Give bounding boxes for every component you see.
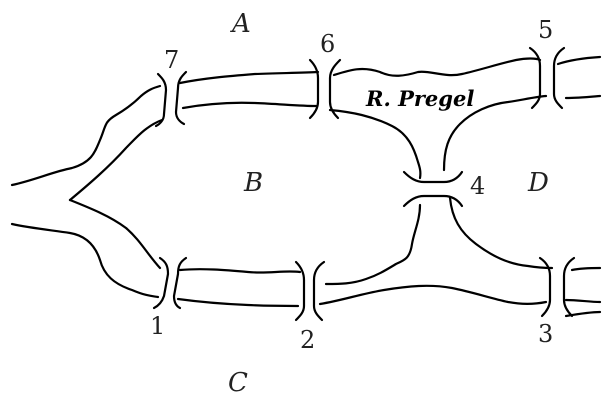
region-label-c: C <box>228 368 248 396</box>
south-bank-right <box>318 284 548 306</box>
bridge-number-2: 2 <box>300 326 315 354</box>
bridge-number-6: 6 <box>320 30 335 58</box>
bridge-number-1: 1 <box>150 312 165 340</box>
island-bottom-edge-left <box>68 198 162 270</box>
bridges <box>152 46 576 322</box>
north-bank-middle <box>178 70 320 85</box>
east-arm-upper-edge <box>442 94 548 172</box>
bridge-number-5: 5 <box>538 16 553 44</box>
island-top-edge-right <box>328 108 422 180</box>
bridge-7 <box>154 70 188 128</box>
north-bank-right <box>332 57 542 77</box>
river-banks <box>10 55 602 318</box>
bridge-4 <box>402 170 464 208</box>
bridge-3 <box>538 256 576 318</box>
north-bank-far-right <box>556 55 602 66</box>
bridge-number-7: 7 <box>164 46 179 74</box>
south-bank-right-end <box>564 310 602 318</box>
bridge-number-4: 4 <box>470 172 485 200</box>
region-label-a: A <box>230 9 251 39</box>
east-arm-lower-edge <box>448 196 554 270</box>
east-arm-far-lower-edge <box>570 266 602 272</box>
river-name-label: R. Pregel <box>365 86 474 111</box>
island-bottom-edge-middle <box>178 268 302 274</box>
east-arm-far-upper-edge <box>564 94 602 100</box>
bridge-1 <box>152 256 188 310</box>
north-bank-left <box>10 84 162 187</box>
bridge-5 <box>528 46 566 110</box>
south-bank-middle <box>176 297 300 308</box>
island-top-edge-left <box>68 118 164 202</box>
bridge-2 <box>294 260 326 322</box>
south-bank-far-right <box>564 298 602 304</box>
island-east-edge <box>324 203 422 286</box>
bridge-6 <box>308 58 342 120</box>
south-bank-left <box>10 222 160 299</box>
island-top-edge-middle <box>181 101 318 110</box>
region-label-d: D <box>527 168 549 198</box>
region-label-b: B <box>243 168 263 198</box>
bridge-number-3: 3 <box>538 320 553 348</box>
